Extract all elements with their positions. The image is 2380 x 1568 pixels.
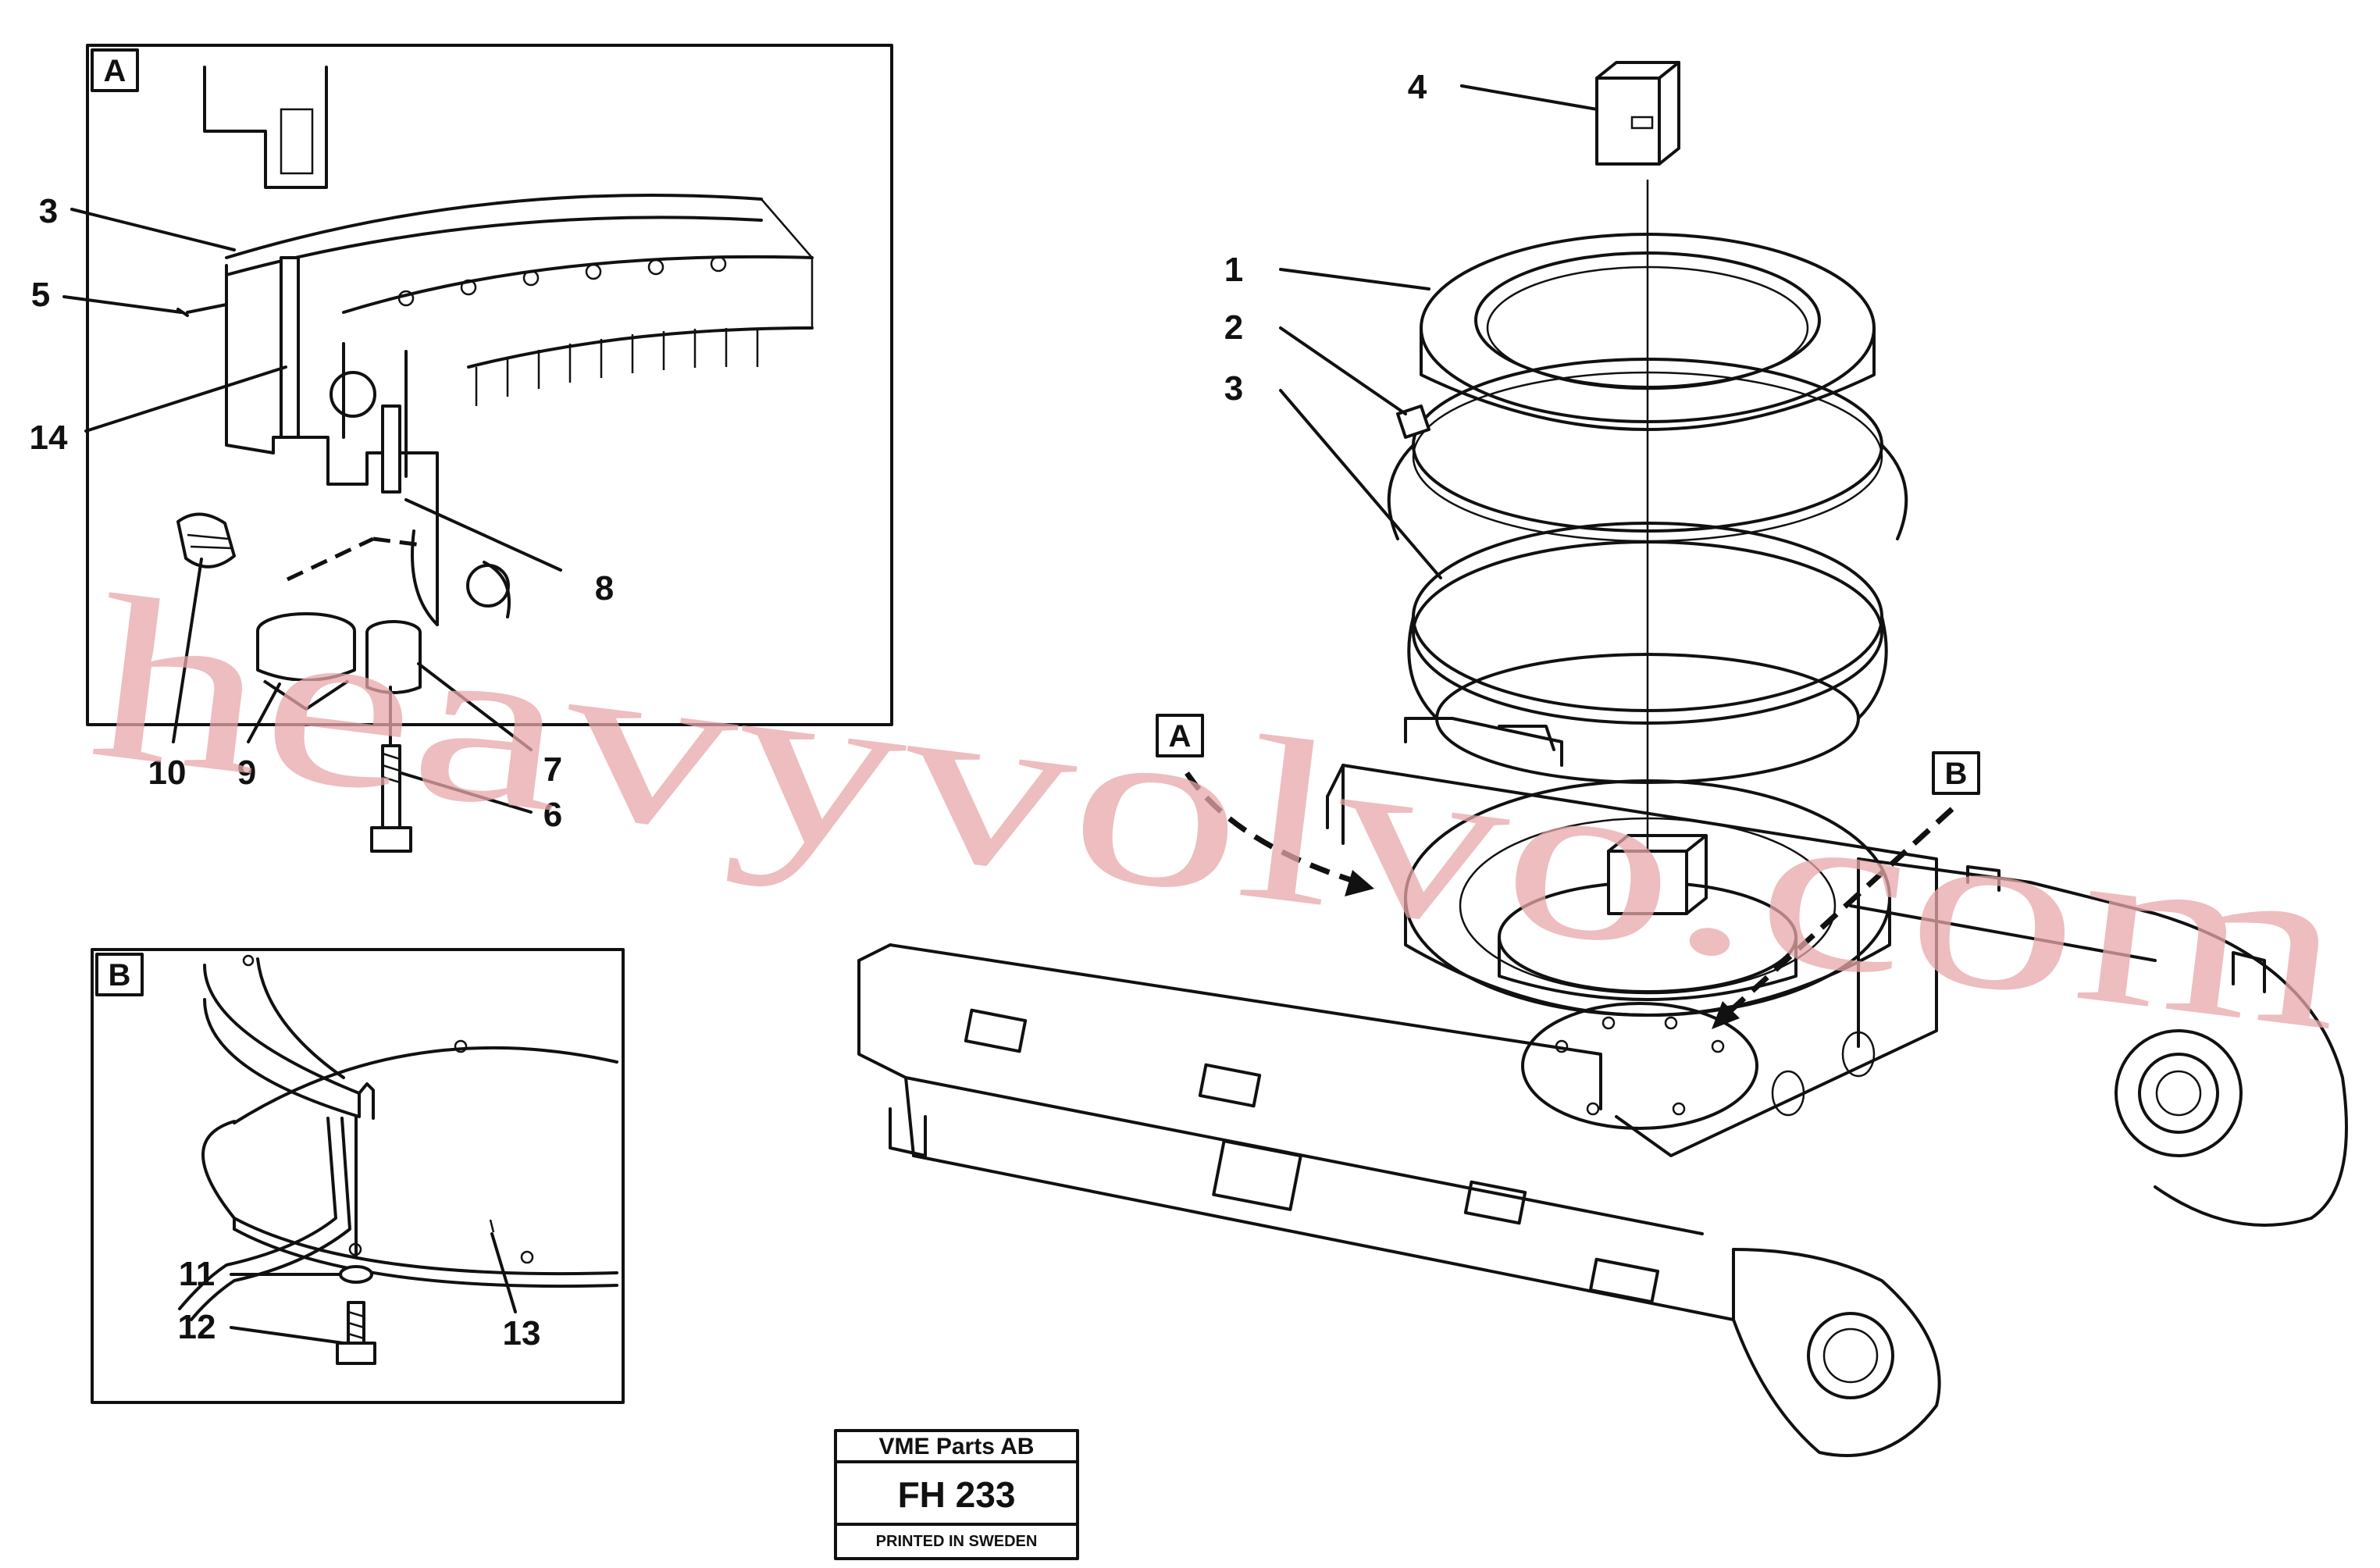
callout-8: 8: [595, 569, 614, 608]
detail-b-leaders: [230, 1232, 517, 1345]
callout-5: 5: [31, 276, 50, 314]
slewing-ring-part-1: [1420, 233, 1876, 431]
lower-port: [466, 564, 510, 608]
arrowhead-a: [1345, 870, 1374, 896]
svg-text:A: A: [1169, 719, 1192, 754]
bottom-bolt-circle: [1521, 1002, 1758, 1130]
detail-b-panel: B: [91, 948, 625, 1404]
view-marker-a: A: [1156, 714, 1374, 896]
title-stamp: VME Parts AB FH 233 PRINTED IN SWEDEN: [834, 1429, 1079, 1560]
sleeve-part-7: [365, 620, 422, 694]
callout-9: 9: [237, 754, 256, 792]
callout-2: 2: [1224, 308, 1243, 347]
gear-teeth: [475, 328, 759, 406]
main-leaders: [1279, 84, 1598, 579]
callout-3: 3: [39, 192, 58, 230]
arrowhead-b: [1712, 1001, 1740, 1029]
view-marker-b: B: [1712, 751, 1980, 1029]
callout-10: 10: [148, 754, 187, 792]
callout-11: 11: [179, 1255, 216, 1293]
ring-ball: [330, 371, 376, 418]
idler-wheel-right: [2115, 1029, 2243, 1157]
ring-far-edge: [761, 198, 814, 328]
detail-b-tag: [95, 953, 144, 996]
ring-hole: [647, 258, 664, 276]
detail-a-leaders: [62, 208, 562, 814]
stamp-printed: PRINTED IN SWEDEN: [876, 1533, 1038, 1550]
grease-nipple: [176, 303, 228, 317]
stamp-code: FH 233: [898, 1474, 1016, 1515]
ring-outer-edge: [225, 194, 763, 259]
callout-1: 1: [1224, 251, 1243, 289]
ring-segment: [178, 954, 375, 1321]
ring-hole: [522, 269, 540, 287]
upper-mount-bolt: [280, 108, 314, 175]
callout-4: 4: [1408, 68, 1427, 106]
detail-b-frame: [91, 948, 625, 1404]
stamp-company: VME Parts AB: [879, 1434, 1035, 1459]
slewing-ring-cutaway: [176, 66, 814, 626]
ring-gear-edge: [467, 326, 814, 369]
detail-b-tag-label: B: [109, 958, 131, 992]
ring-hole: [710, 255, 727, 273]
ring-part-2: [1387, 358, 1908, 543]
ring-inner-face: [342, 255, 814, 314]
bottom-cover-plate: [201, 1039, 618, 1288]
screw-part-12: [336, 1301, 376, 1365]
callout-14: 14: [30, 419, 68, 457]
callout-13: 13: [503, 1314, 541, 1352]
ring-hole: [585, 263, 602, 280]
callout-12: 12: [178, 1308, 216, 1346]
callout-7: 7: [543, 750, 562, 789]
plug-part-10: [176, 512, 236, 568]
upper-mount-block: [203, 66, 328, 189]
undercarriage-frame: [857, 180, 2348, 1457]
detail-a-tag-label: A: [104, 54, 126, 88]
ring-hole: [460, 279, 477, 296]
ring-cross-section: [225, 264, 439, 626]
detail-a-frame: [86, 44, 893, 726]
callout-3-main: 3: [1224, 369, 1243, 408]
callout-6: 6: [543, 796, 562, 834]
swivel-sleeve-part-4: [1595, 61, 1680, 166]
ring-section-walls: [342, 342, 408, 478]
ring-hole: [397, 290, 415, 307]
bolt-part-6: [370, 686, 412, 853]
section-bolt: [280, 256, 300, 439]
watermark-text: heavyvolvo.com: [80, 546, 2359, 1080]
ring-top-face: [225, 216, 763, 276]
plug-leader-dash: [286, 536, 422, 582]
section-grease-bolt: [381, 404, 401, 494]
svg-text:B: B: [1945, 757, 1968, 791]
idler-hub-left: [1807, 1312, 1894, 1399]
detail-a-tag: [91, 48, 139, 92]
cap-part-9: [256, 612, 356, 711]
detail-a-panel: A: [86, 44, 893, 726]
